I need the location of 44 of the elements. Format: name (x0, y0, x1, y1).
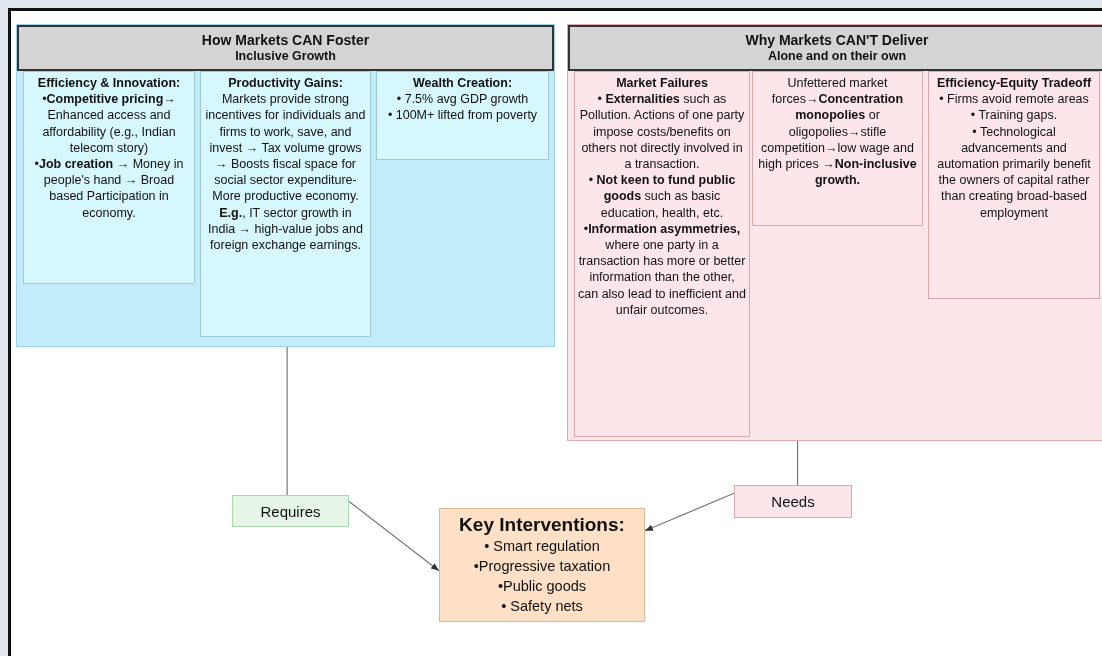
connector-line (286, 346, 288, 496)
body-text: • 7.5% avg GDP growth (395, 91, 530, 108)
box-label: Requires (259, 502, 322, 520)
body-text: Unfettered market forces→Concentration monopolies or oligopolies→stifle competition→low wage and high prices →Non-inclusive growth. (757, 75, 918, 189)
body-text: •Information asymmetries, where one party in a transaction has more or better information than the other, can also lead to inefficient and unfair outcomes. (578, 220, 746, 319)
content-card (23, 71, 195, 284)
label-box (734, 485, 852, 518)
content-card (752, 71, 923, 226)
body-text: •Progressive taxation (472, 557, 612, 576)
body-text: •Public goods (496, 577, 588, 596)
body-text: Markets provide strong incentives for individuals and firms to work, save, and invest → Tax volume grows → Boosts fiscal space for social sector expenditure-More productive economy. (204, 91, 367, 205)
body-text: • Safety nets (500, 597, 584, 616)
label-box (232, 495, 349, 527)
body-text: • Externalities such as Pollution. Actions of one party impose costs/benefits on others not directly involved in a transaction. (578, 91, 746, 173)
body-text: • Smart regulation (483, 537, 601, 556)
section-panel (567, 24, 1102, 441)
card-heading: Wealth Creation: (411, 75, 514, 92)
body-text: • 100M+ lifted from poverty (386, 107, 539, 124)
body-text: • Firms avoid remote areas (938, 91, 1090, 108)
content-card (928, 71, 1100, 299)
key-box (439, 508, 645, 622)
panel-subtitle: Alone and on their own (766, 49, 908, 64)
body-text: • Not keen to fund public goods such as basic education, health, etc. (587, 172, 737, 221)
panel-title: Why Markets CAN'T Deliver (744, 32, 930, 49)
content-card (376, 71, 549, 160)
card-heading: Efficiency-Equity Tradeoff (935, 75, 1093, 92)
section-panel (16, 24, 555, 347)
card-heading: Key Interventions: (458, 513, 626, 536)
box-label: Needs (770, 493, 816, 510)
body-text: •Competitive pricing→ Enhanced access and affordability (e.g., Indian telecom story) (41, 91, 177, 156)
panel-title: How Markets CAN Foster (200, 32, 371, 49)
connector-line (797, 440, 799, 486)
card-heading: Efficiency & Innovation: (36, 75, 182, 92)
card-heading: Productivity Gains: (227, 75, 344, 92)
body-text: E.g., IT sector growth in India → high-value jobs and foreign exchange earnings. (207, 204, 364, 254)
body-text: • Technological advancements and automation primarily benefit the owners of capital rather than creating broad-based employment (936, 123, 1092, 221)
content-card (574, 71, 750, 437)
panel-subtitle: Inclusive Growth (234, 49, 337, 64)
body-text: •Job creation → Money in people's hand → Broad based Participation in economy. (33, 156, 185, 221)
arrow (348, 500, 440, 572)
arrow (644, 492, 735, 532)
card-heading: Market Failures (615, 75, 709, 92)
body-text: • Training gaps. (969, 107, 1059, 124)
content-card (200, 71, 371, 337)
